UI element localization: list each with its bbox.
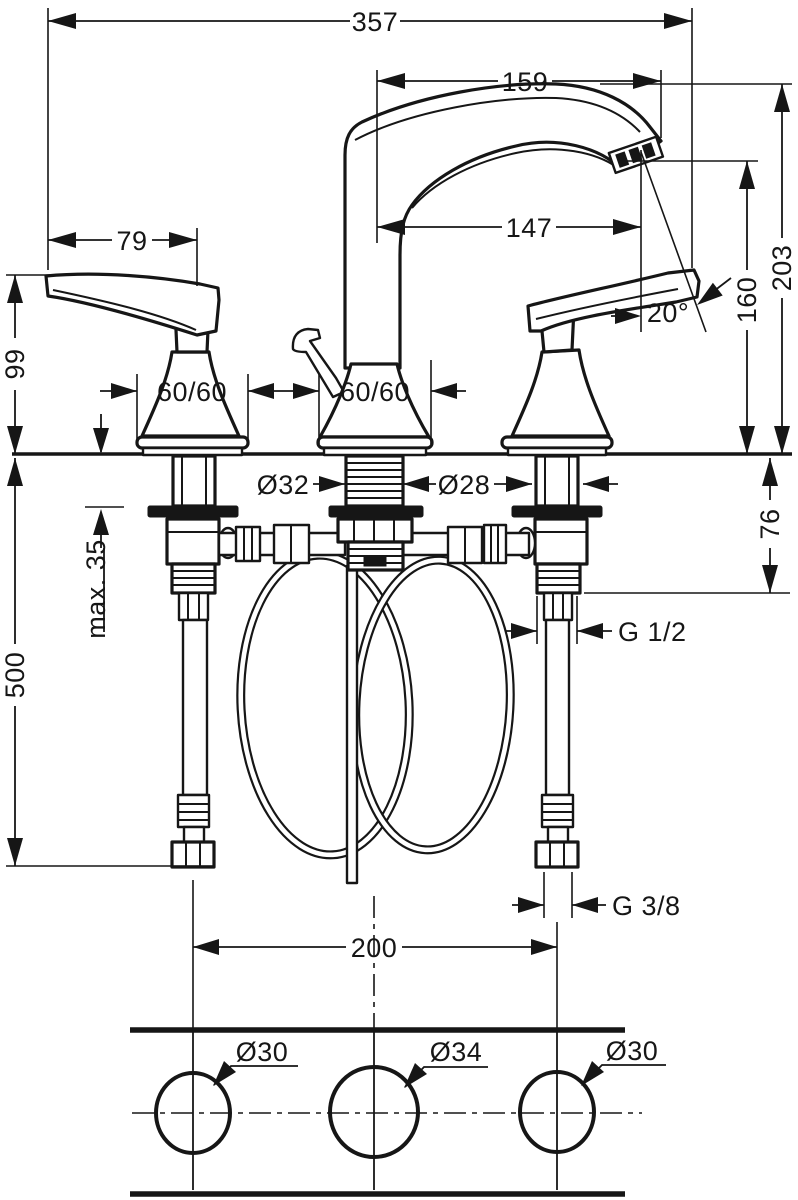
dim-handle-angle: 20° [611, 151, 732, 333]
dim-deck-thickness: max. 35 [81, 414, 124, 639]
spout-underside-line [411, 148, 619, 209]
dim-handle-height-label: 99 [0, 348, 30, 379]
right-lever-inner-line [535, 288, 679, 320]
left-escutcheon-base [135, 435, 250, 450]
dim-total-height-label: 203 [767, 245, 797, 292]
right-connector-nut [534, 840, 580, 869]
spout-escutcheon-lip [322, 446, 428, 457]
center-flange-washer [328, 505, 424, 518]
callout-hole-center-label: Ø34 [430, 1037, 483, 1067]
center-shank-assembly [328, 454, 424, 572]
dim-valve-thread: G 1/2 [505, 596, 687, 647]
hole-right [518, 1070, 596, 1154]
hose-loops [236, 550, 515, 860]
right-valve-assembly [401, 454, 603, 869]
callout-hole-left-label: Ø30 [236, 1037, 289, 1067]
dim-hose-length-label: 500 [0, 652, 30, 699]
dim-supply-thread: G 3/8 [512, 872, 681, 921]
dim-hose-length: 500 [0, 458, 214, 867]
spout-escutcheon-cone [318, 362, 431, 439]
left-escutcheon-cone [140, 350, 241, 438]
handle-left [44, 272, 250, 457]
callout-hole-left: Ø30 [213, 1037, 298, 1086]
left-supply-pipe [181, 618, 209, 797]
dim-escutcheons: 60/60 60/60 [100, 360, 466, 444]
left-flange-washer [147, 505, 239, 518]
spout-escutcheon-base [316, 435, 434, 450]
dim-outlet-height-label: 160 [732, 277, 762, 324]
dim-valve-shank-dia-label: Ø28 [438, 470, 491, 500]
left-escutcheon-lip [141, 446, 244, 457]
callout-hole-right-label: Ø30 [606, 1036, 659, 1066]
dim-escutcheon-handle-label: 60/60 [157, 377, 227, 407]
callout-hole-right: Ø30 [581, 1036, 666, 1086]
right-supply-pipe [544, 618, 571, 797]
dim-overall-width: 357 [47, 7, 693, 270]
dim-spout-tip-reach: 159 [376, 67, 662, 243]
pull-rod [345, 564, 359, 885]
below-deck-assembly [147, 454, 603, 885]
left-valve-assembly [147, 454, 347, 869]
dim-spout-shank-dia-label: Ø32 [257, 470, 310, 500]
dim-total-height: 203 [600, 83, 797, 454]
right-escutcheon-cone [510, 348, 611, 438]
handle-right [500, 268, 701, 457]
dim-shank-length: 76 [584, 458, 790, 594]
dim-aerator-reach: 147 [377, 150, 642, 332]
spout-inner-line [354, 96, 641, 141]
right-escutcheon-lip [506, 446, 608, 457]
faucet-front-view [12, 82, 792, 457]
dim-hole-spacing: 200 [193, 933, 557, 963]
right-handle-lever [526, 268, 701, 333]
dim-deck-thickness-label: max. 35 [81, 539, 111, 639]
dimensions: 357 159 147 79 [0, 7, 797, 1088]
dim-hole-spacing-label: 200 [351, 933, 398, 963]
dim-overall-width-label: 357 [352, 7, 399, 37]
dim-escutcheon-spout-label: 60/60 [340, 377, 410, 407]
left-handle-lever [44, 272, 221, 337]
right-flange-washer [511, 505, 603, 518]
spout [316, 82, 665, 457]
left-connector-nut [170, 840, 216, 869]
aerator [607, 135, 665, 175]
callout-hole-center: Ø34 [404, 1037, 488, 1088]
right-escutcheon-base [500, 435, 614, 450]
hole-center [328, 1065, 420, 1159]
dim-outlet-height: 160 [622, 160, 762, 454]
dim-handle-length-label: 79 [116, 226, 147, 256]
hole-left [154, 1071, 232, 1155]
hole-plan-section [130, 880, 642, 1197]
dim-aerator-reach-label: 147 [506, 213, 553, 243]
left-lever-inner-line [52, 289, 197, 331]
dim-spout-tip-reach-label: 159 [502, 67, 549, 97]
spout-outline [343, 82, 663, 370]
dim-handle-angle-label: 20° [647, 298, 689, 328]
dim-handle-height: 99 [0, 274, 50, 454]
dim-shank-length-label: 76 [755, 508, 785, 539]
dim-supply-thread-label: G 3/8 [612, 891, 681, 921]
popup-rod [291, 327, 346, 399]
dim-handle-length: 79 [48, 226, 198, 286]
dim-valve-thread-label: G 1/2 [618, 617, 687, 647]
dim-shank-diameters: Ø32 Ø28 [257, 470, 618, 500]
